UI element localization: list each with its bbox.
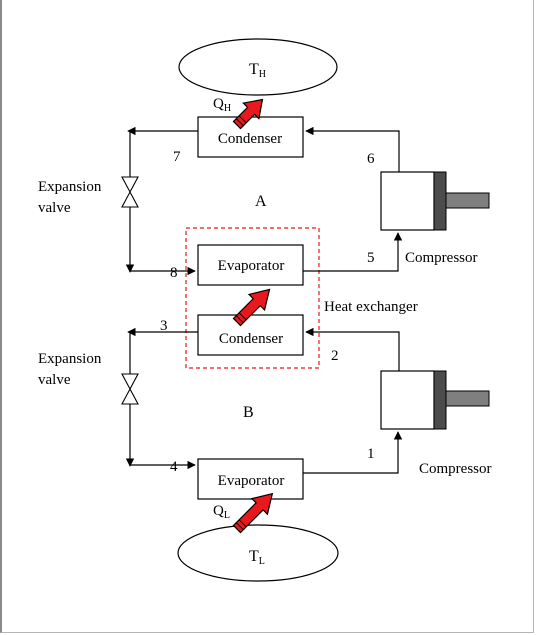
heat-arrow-qh	[232, 98, 264, 130]
condenser-top-label: Condenser	[218, 131, 282, 147]
evaporator-mid-label: Evaporator	[218, 258, 285, 274]
expansion-valve-bottom-label-line2: valve	[38, 372, 71, 388]
compressor-top-label: Compressor	[405, 250, 478, 266]
expansion-valve-top-symbol	[121, 176, 139, 208]
ql-label: QL	[213, 503, 230, 521]
compressor-bottom	[380, 370, 490, 430]
hot-reservoir	[178, 38, 338, 96]
expansion-valve-bottom-label-line1: Expansion	[38, 351, 102, 367]
state-point-6: 6	[367, 151, 375, 167]
cold-reservoir	[177, 524, 339, 582]
cycle-b-label: B	[243, 404, 254, 421]
expansion-valve-top-label-line2: valve	[38, 200, 71, 216]
evaporator-mid-box	[197, 244, 304, 286]
compressor-bottom-label: Compressor	[419, 461, 492, 477]
state-point-2: 2	[331, 348, 339, 364]
qh-label: QH	[213, 96, 231, 114]
state-point-3: 3	[160, 318, 168, 334]
state-point-8: 8	[170, 265, 178, 281]
cycle-a-label: A	[255, 193, 267, 210]
cycle-b-piping	[125, 327, 403, 474]
compressor-top	[380, 171, 490, 231]
heat-arrow-mid	[232, 288, 271, 327]
evaporator-bottom-box	[197, 458, 304, 500]
state-point-1: 1	[367, 446, 375, 462]
state-point-7: 7	[173, 149, 181, 165]
heat-exchanger-box	[185, 227, 320, 369]
state-point-4: 4	[170, 459, 178, 475]
cycle-a-piping	[125, 126, 403, 276]
evaporator-bottom-label: Evaporator	[218, 473, 285, 489]
expansion-valve-top-label-line1: Expansion	[38, 179, 102, 195]
heat-arrow-ql	[232, 492, 274, 534]
heat-exchanger-label: Heat exchanger	[324, 299, 418, 315]
hot-reservoir-label: TH	[249, 61, 266, 80]
cold-reservoir-label: TL	[249, 548, 265, 567]
expansion-valve-bottom-symbol	[121, 373, 139, 405]
state-point-5: 5	[367, 250, 375, 266]
condenser-mid-box	[197, 314, 304, 356]
condenser-mid-label: Condenser	[219, 331, 283, 347]
